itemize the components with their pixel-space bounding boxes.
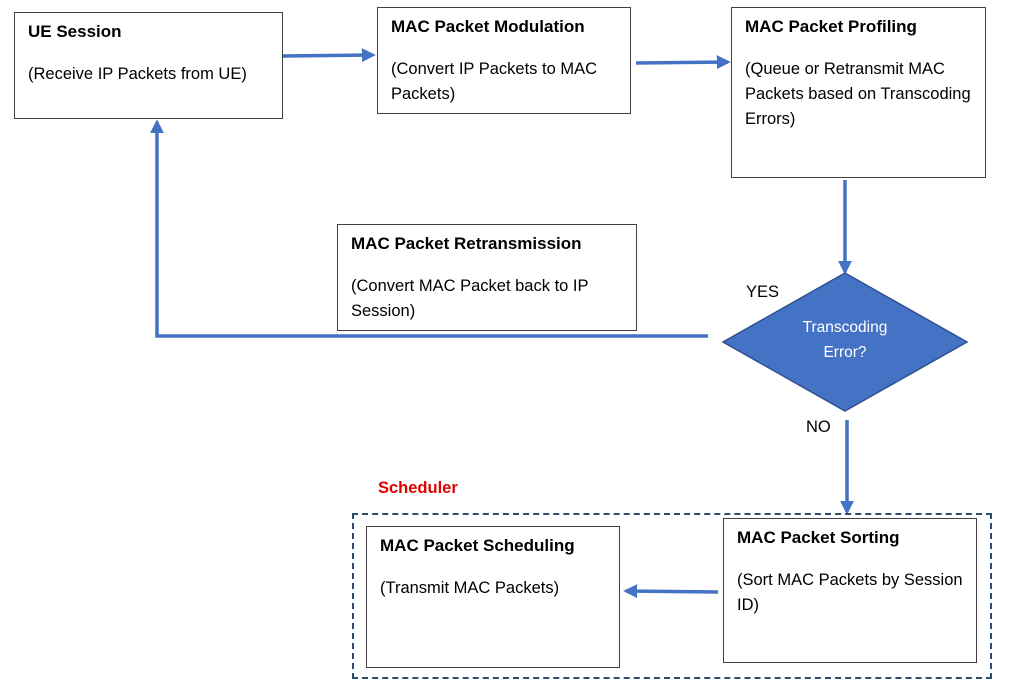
decision-yes-label: YES bbox=[746, 283, 780, 301]
node-description: (Sort MAC Packets by Session ID) bbox=[737, 571, 963, 614]
node-title: MAC Packet Modulation bbox=[391, 17, 585, 36]
node-description: (Convert MAC Packet back to IP Session) bbox=[351, 277, 589, 320]
node-title: UE Session bbox=[28, 22, 122, 41]
node-title: MAC Packet Scheduling bbox=[380, 536, 575, 555]
node-mac-packet-sorting: MAC Packet Sorting (Sort MAC Packets by … bbox=[723, 518, 977, 663]
node-mac-packet-modulation: MAC Packet Modulation (Convert IP Packet… bbox=[377, 7, 631, 114]
arrow-modulation-to-profiling bbox=[635, 55, 731, 70]
decision-text: Transcoding Error? bbox=[775, 315, 915, 365]
group-label-scheduler: Scheduler bbox=[378, 479, 458, 497]
node-description: (Receive IP Packets from UE) bbox=[28, 65, 247, 83]
node-description: (Transmit MAC Packets) bbox=[380, 579, 560, 597]
decision-diamond bbox=[721, 272, 969, 412]
node-mac-packet-profiling: MAC Packet Profiling (Queue or Retransmi… bbox=[731, 7, 986, 178]
decision-text-line2: Error? bbox=[823, 344, 867, 361]
node-title: MAC Packet Retransmission bbox=[351, 234, 582, 253]
arrow-sorting-to-scheduling bbox=[623, 584, 719, 599]
node-description: (Queue or Retransmit MAC Packets based o… bbox=[745, 60, 971, 128]
node-description: (Convert IP Packets to MAC Packets) bbox=[391, 60, 598, 103]
arrow-ue-to-modulation bbox=[282, 48, 376, 63]
node-mac-packet-retransmission: MAC Packet Retransmission (Convert MAC P… bbox=[337, 224, 637, 331]
node-title: MAC Packet Profiling bbox=[745, 17, 917, 36]
scheduler-group bbox=[352, 513, 992, 679]
arrow-decision-yes-to-ue bbox=[150, 119, 708, 338]
decision-text-line1: Transcoding bbox=[802, 319, 888, 336]
node-ue-session: UE Session (Receive IP Packets from UE) bbox=[14, 12, 283, 119]
node-title: MAC Packet Sorting bbox=[737, 528, 900, 547]
node-mac-packet-scheduling: MAC Packet Scheduling (Transmit MAC Pack… bbox=[366, 526, 620, 668]
decision-no-label: NO bbox=[806, 418, 831, 436]
